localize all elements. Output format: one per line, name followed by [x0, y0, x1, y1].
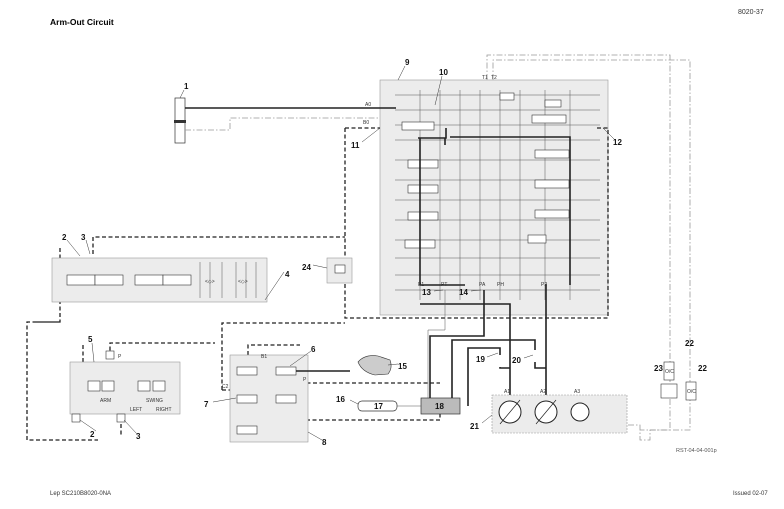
port-p1-label: P1 — [418, 282, 424, 288]
port-p-label: P — [118, 354, 122, 360]
footer-issue-date: Issued 02-07 — [733, 491, 768, 497]
callout-2: 2 — [90, 430, 95, 439]
port-pt-label: PT — [441, 282, 447, 288]
callout-20: 20 — [512, 356, 521, 365]
page-number: 8020-37 — [738, 9, 764, 16]
shuttle-valve — [326, 257, 353, 284]
port-p2-label: P2 — [541, 282, 547, 288]
callout-8: 8 — [322, 438, 327, 447]
solenoid-valve-block: B1 C2 P — [222, 354, 350, 443]
right-label: RIGHT — [156, 407, 172, 413]
port-t1-label: T1 — [482, 75, 488, 81]
callout-15: 15 — [398, 362, 407, 371]
port-c2-label: C2 — [222, 384, 229, 390]
port-a2-label: A2 — [540, 389, 546, 395]
port-ph-label: PH — [497, 282, 504, 288]
svg-text:<◇>: <◇> — [205, 279, 215, 285]
pump-pressure-lines — [420, 284, 547, 410]
main-pump — [491, 394, 628, 434]
port-b1-label: B1 — [261, 354, 267, 360]
pilot-line-main — [344, 127, 609, 319]
callout-5: 5 — [88, 335, 93, 344]
port-a3-label: A3 — [574, 389, 580, 395]
callout-19: 19 — [476, 355, 485, 364]
page-title: Arm-Out Circuit — [50, 17, 114, 27]
callout-12: 12 — [613, 138, 622, 147]
callout-4: 4 — [285, 270, 290, 279]
port-a0-label: A0 — [365, 102, 371, 108]
callout-7: 7 — [204, 400, 209, 409]
callout-16: 16 — [336, 395, 345, 404]
callout-18: 18 — [435, 402, 444, 411]
port-b0-label: B0 — [363, 120, 369, 126]
travel-swing-pilot-block: ARM SWING LEFT RIGHT P — [69, 350, 181, 423]
main-control-valve — [379, 79, 609, 316]
callout-10: 10 — [439, 68, 448, 77]
callout-2: 2 — [62, 233, 67, 242]
pilot-line-block8 — [221, 322, 345, 411]
callout-1: 1 — [184, 82, 189, 91]
pilot-line-return-18 — [280, 382, 441, 421]
callout-14: 14 — [459, 288, 468, 297]
callout-9: 9 — [405, 58, 410, 67]
callouts: 1 2 3 4 5 6 7 8 9 10 11 12 13 14 15 16 1… — [62, 58, 707, 447]
filter-label: O/C — [665, 369, 674, 375]
port-a1-label: A1 — [504, 389, 510, 395]
callout-22: 22 — [685, 339, 694, 348]
callout-17: 17 — [374, 402, 383, 411]
pilot-line-arm — [26, 127, 380, 441]
return-filters: O/C O/C — [660, 361, 697, 401]
callout-6: 6 — [311, 345, 316, 354]
filter-label: O/C — [687, 389, 696, 395]
callout-24: 24 — [302, 263, 311, 272]
return-line-top-inner — [492, 59, 691, 431]
callout-3: 3 — [81, 233, 86, 242]
footer-document-code: Lep SC210B8020-0NA — [50, 491, 112, 497]
callout-leaders — [66, 65, 616, 441]
figure-reference: RST-04-04-001p — [676, 448, 717, 454]
callout-3: 3 — [136, 432, 141, 441]
control-handle — [357, 355, 392, 376]
port-pa-label: PA — [479, 282, 486, 288]
arm-cylinder — [174, 97, 396, 144]
callout-22: 22 — [698, 364, 707, 373]
callout-23: 23 — [654, 364, 663, 373]
left-label: LEFT — [130, 407, 142, 413]
svg-text:<◇>: <◇> — [238, 279, 248, 285]
arm-label: ARM — [100, 398, 111, 404]
pilot-valve-block: <◇> <◇> — [51, 257, 268, 303]
callout-13: 13 — [422, 288, 431, 297]
port-t2-label: T2 — [491, 75, 497, 81]
callout-11: 11 — [351, 141, 360, 150]
callout-21: 21 — [470, 422, 479, 431]
port-p-label: P — [303, 377, 307, 383]
swing-label: SWING — [146, 398, 163, 404]
